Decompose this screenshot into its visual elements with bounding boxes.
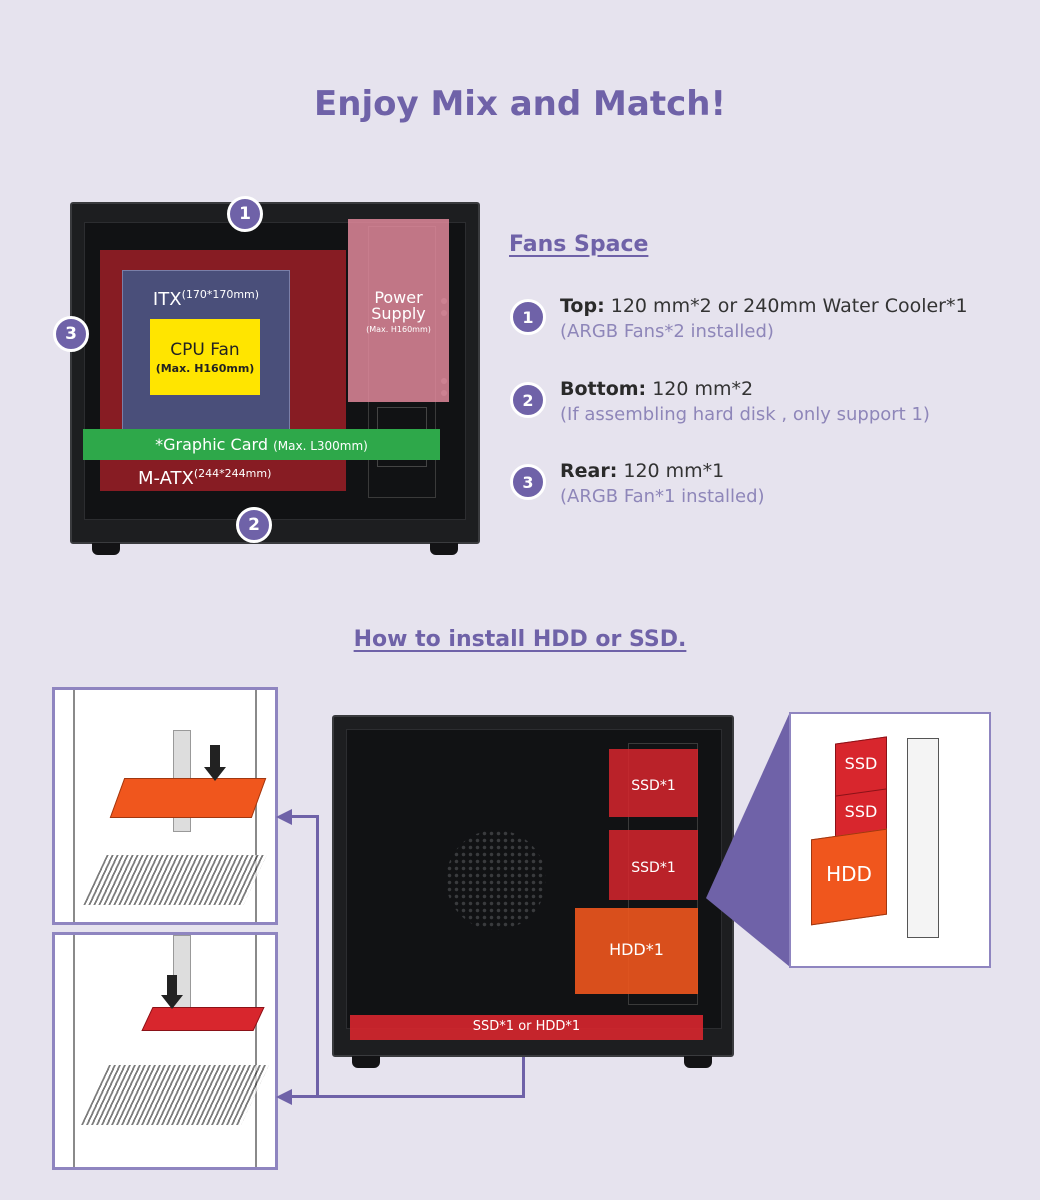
psu-sub: (Max. H160mm): [366, 325, 431, 334]
fan-item-bottom: 2 Bottom: 120 mm*2 (If assembling hard d…: [510, 378, 1030, 434]
bottom-bay-label: SSD*1 or HDD*1: [472, 1019, 581, 1034]
itx-label: ITX(170*170mm): [152, 288, 260, 310]
ssd-bay-1-label: SSD*1: [631, 778, 676, 794]
zoom-ssd-label-1: SSD: [844, 754, 878, 773]
install-drawing-bottom: [52, 932, 278, 1170]
fan-number: 1: [510, 299, 546, 335]
marker-bottom: 2: [236, 507, 272, 543]
fan-number: 3: [510, 464, 546, 500]
connector-line: [522, 1046, 525, 1098]
hdd-install-title: How to install HDD or SSD.: [353, 627, 687, 652]
fan-spec: Top: 120 mm*2 or 240mm Water Cooler*1: [560, 295, 968, 317]
psu-label: Power Supply: [371, 288, 426, 323]
case-foot: [430, 543, 458, 555]
fan-note: (If assembling hard disk , only support …: [560, 404, 930, 425]
arrow-down-icon: [204, 767, 226, 781]
ssd-bay-2: [609, 830, 698, 900]
fan-note: (ARGB Fan*1 installed): [560, 486, 765, 507]
case-foot: [352, 1056, 380, 1068]
connector-line: [316, 815, 319, 1098]
connector-line: [291, 1095, 525, 1098]
arrow-left-icon: [276, 809, 292, 825]
ssd-drive: [141, 1007, 265, 1031]
marker-top: 1: [227, 196, 263, 232]
hdd-bay: [575, 908, 698, 994]
matx-label: M-ATX(244*244mm): [138, 467, 272, 489]
hdd-bay-label: HDD*1: [609, 940, 664, 959]
case-foot: [684, 1056, 712, 1068]
fan-grille: [446, 830, 546, 930]
ssd-bay-1: [609, 749, 698, 817]
cpu-fan-sub: (Max. H160mm): [155, 362, 255, 375]
fan-number: 2: [510, 382, 546, 418]
arrow-down-icon: [161, 995, 183, 1009]
zoom-panel: SSD SSD HDD: [789, 712, 991, 968]
drawing-line: [73, 935, 75, 1167]
gpu-label: *Graphic Card (Max. L300mm): [155, 435, 368, 454]
drive-bracket: [907, 738, 939, 938]
zoom-ssd-label-2: SSD: [844, 802, 878, 821]
case-foot: [92, 543, 120, 555]
case-floor-vent: [83, 855, 267, 905]
zoom-hdd-label: HDD: [826, 862, 872, 886]
gpu-zone: [83, 429, 440, 460]
connector-line: [291, 815, 319, 818]
hdd-drive: [109, 778, 267, 818]
drawing-line: [255, 935, 257, 1167]
fan-note: (ARGB Fans*2 installed): [560, 321, 774, 342]
psu-zone: [348, 219, 449, 402]
arrow-down-icon: [210, 745, 220, 767]
arrow-left-icon: [276, 1089, 292, 1105]
cpu-fan-zone: [150, 319, 260, 395]
ssd-bay-2-label: SSD*1: [631, 860, 676, 876]
marker-rear: 3: [53, 316, 89, 352]
fan-item-rear: 3 Rear: 120 mm*1 (ARGB Fan*1 installed): [510, 460, 1030, 516]
page-title: Enjoy Mix and Match!: [314, 84, 726, 124]
cpu-fan-label: CPU Fan: [170, 340, 240, 360]
fan-spec: Rear: 120 mm*1: [560, 460, 725, 482]
fan-spec: Bottom: 120 mm*2: [560, 378, 754, 400]
arrow-down-icon: [167, 975, 177, 995]
fans-space-title: Fans Space: [509, 232, 649, 257]
fan-item-top: 1 Top: 120 mm*2 or 240mm Water Cooler*1 …: [510, 295, 1030, 351]
bottom-bay: [350, 1015, 703, 1040]
drawing-line: [73, 690, 75, 922]
case-floor-vent: [81, 1065, 269, 1125]
install-drawing-top: [52, 687, 278, 925]
